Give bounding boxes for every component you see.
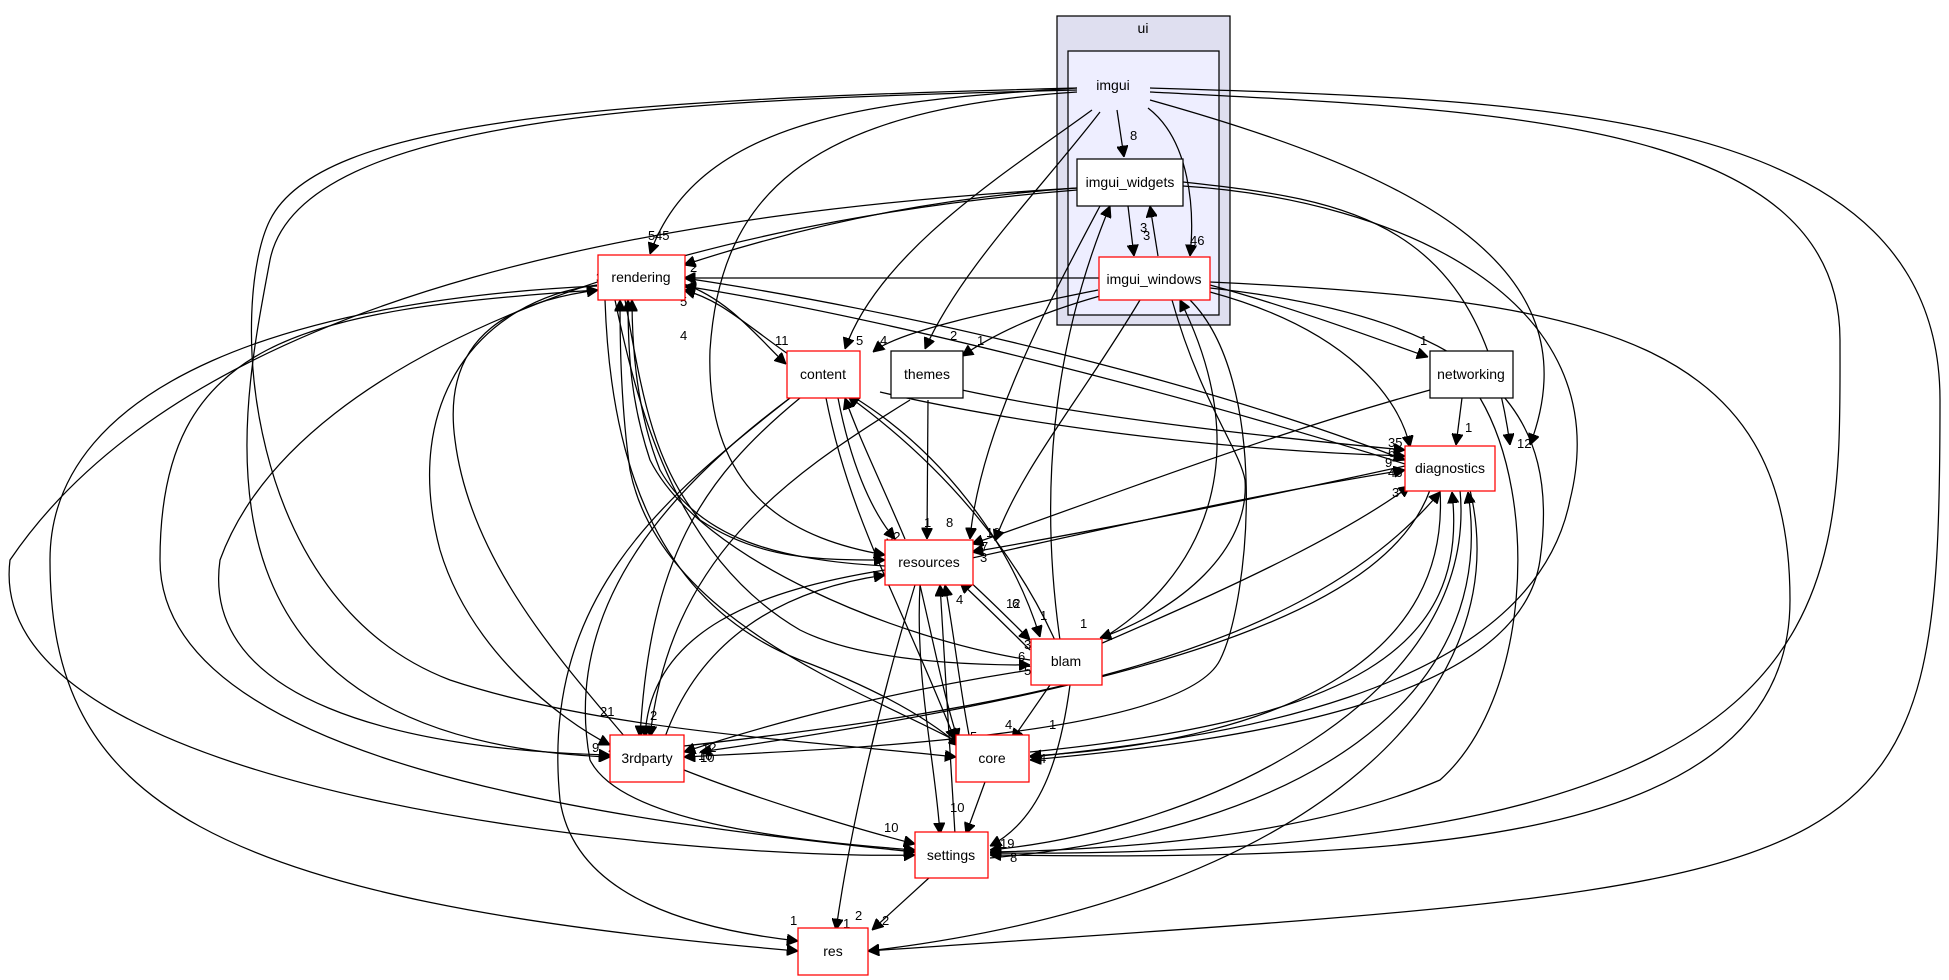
node-res[interactable]: res	[797, 927, 869, 976]
cluster-ui-label: ui	[1138, 20, 1149, 36]
edge-label: 21	[600, 704, 614, 719]
node-imgui-widgets[interactable]: imgui_widgets	[1076, 158, 1184, 207]
edge-label: 8	[946, 515, 953, 530]
node-res-label: res	[823, 943, 842, 959]
edge-label: 5	[680, 294, 687, 309]
edge-label: 35	[1388, 435, 1402, 450]
edge-label: 19	[986, 525, 1000, 540]
node-imgui-windows-label: imgui_windows	[1107, 271, 1202, 287]
node-blam-label: blam	[1051, 653, 1081, 669]
node-rendering-label: rendering	[611, 269, 670, 285]
edge-label: 19	[1000, 836, 1014, 851]
node-themes-label: themes	[904, 366, 950, 382]
edge-label: 2	[690, 260, 697, 275]
node-imgui-windows[interactable]: imgui_windows	[1098, 256, 1211, 301]
node-networking-label: networking	[1437, 366, 1505, 382]
node-rendering[interactable]: rendering	[597, 254, 686, 301]
edge-label: 6	[1388, 445, 1395, 460]
edge-label: 12	[1006, 596, 1020, 611]
edge-label: 1	[924, 515, 931, 530]
edge-label: 45	[655, 228, 669, 243]
edge-label: 8	[1130, 128, 1137, 143]
node-3rdparty[interactable]: 3rdparty	[609, 734, 685, 783]
edge-label: 1	[1080, 616, 1087, 631]
edge-label: 3	[1024, 637, 1031, 652]
node-imgui-label: imgui	[1096, 77, 1129, 93]
edge-label: 8	[1010, 850, 1017, 865]
edge-label: 1	[790, 913, 797, 928]
node-settings[interactable]: settings	[914, 831, 989, 879]
edge-label: 5	[856, 333, 863, 348]
node-core-label: core	[978, 750, 1005, 766]
node-diagnostics[interactable]: diagnostics	[1404, 445, 1496, 492]
edge-label: 2	[882, 913, 889, 928]
edge-label: 3	[1140, 220, 1147, 235]
node-resources[interactable]: resources	[884, 539, 974, 586]
node-content[interactable]: content	[786, 350, 861, 399]
edges	[8, 87, 1941, 951]
edge-label: 3	[1392, 485, 1399, 500]
edge-label: 7	[981, 539, 988, 554]
edge-label: 4	[680, 328, 687, 343]
edge-label: 6	[1012, 596, 1019, 611]
edge-label: 1	[1040, 608, 1047, 623]
edge-labels: 8465434529535114211312356946313241819736…	[592, 128, 1531, 931]
node-settings-label: settings	[927, 847, 975, 863]
edge-label: 10	[700, 750, 714, 765]
edge-label: 2	[650, 708, 657, 723]
edge-label: 3	[1143, 228, 1150, 243]
edge-label: 12	[702, 740, 716, 755]
edge-label: 6	[1018, 649, 1025, 664]
edge-label: 10	[950, 800, 964, 815]
edge-label: 1	[977, 333, 984, 348]
edge-label: 5	[1024, 663, 1031, 678]
node-imgui-widgets-label: imgui_widgets	[1086, 174, 1175, 190]
edge-label: 3	[980, 550, 987, 565]
edge-label: 46	[1388, 465, 1402, 480]
edge-label: 2	[950, 328, 957, 343]
edge-label: 12	[1517, 436, 1531, 451]
node-themes[interactable]: themes	[890, 350, 964, 399]
edge-label: 10	[884, 820, 898, 835]
edge-label: 4	[956, 592, 963, 607]
node-content-label: content	[800, 366, 846, 382]
node-networking[interactable]: networking	[1429, 350, 1514, 399]
edge-label: 10	[698, 748, 712, 763]
edge-label: 46	[1190, 233, 1204, 248]
edge-label: 1	[1465, 420, 1472, 435]
edge-label: 4	[1039, 751, 1046, 766]
edge-label: 2	[855, 908, 862, 923]
edge-label: 9	[690, 277, 697, 292]
edge-label: 1	[1420, 333, 1427, 348]
edge-label: 1	[1049, 717, 1056, 732]
edge-label: 4	[880, 333, 887, 348]
edge-label: 9	[1385, 455, 1392, 470]
node-core[interactable]: core	[955, 734, 1030, 783]
edge-label: 1	[843, 916, 850, 931]
node-diagnostics-label: diagnostics	[1415, 460, 1485, 476]
node-resources-label: resources	[898, 554, 959, 570]
edge-label: 5	[648, 228, 655, 243]
edge-label: 9	[592, 740, 599, 755]
node-3rdparty-label: 3rdparty	[621, 750, 672, 766]
node-blam[interactable]: blam	[1030, 638, 1103, 686]
edge-label: 11	[775, 333, 789, 348]
edge-label: 4	[1005, 717, 1012, 732]
